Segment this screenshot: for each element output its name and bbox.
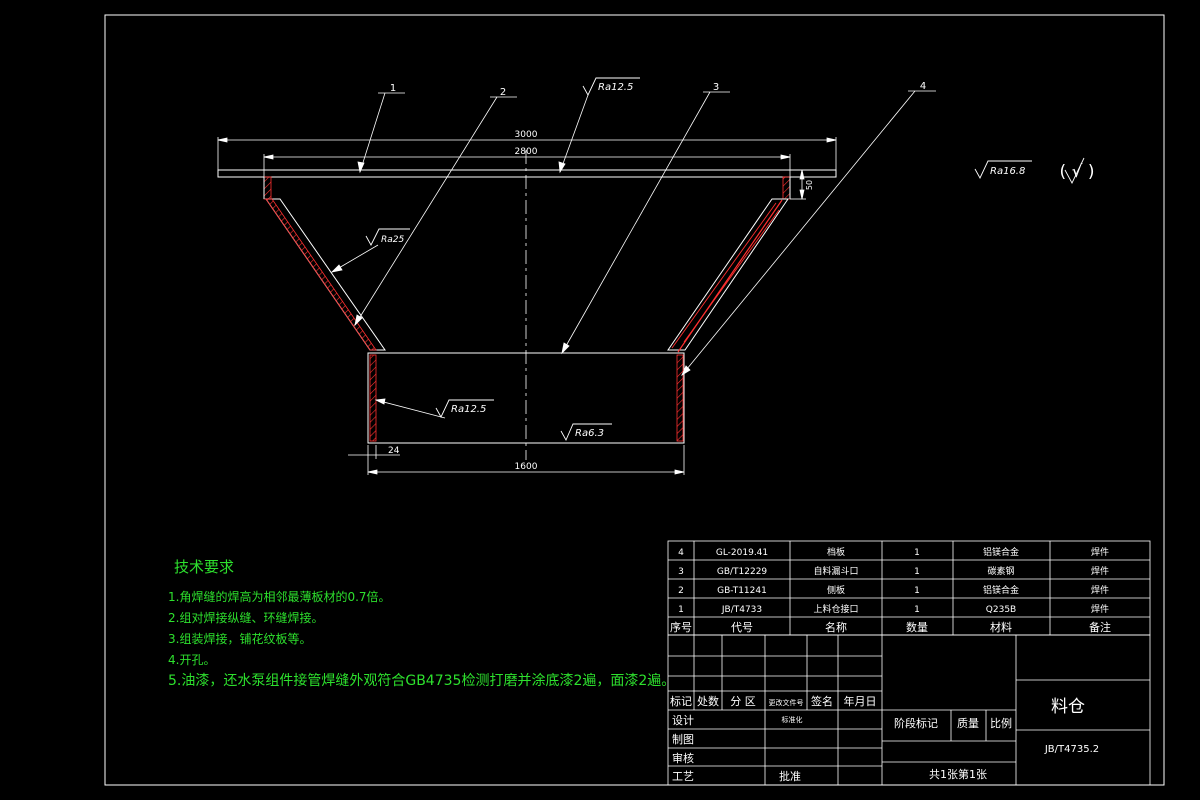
drawing-name: 料仓 bbox=[1051, 697, 1085, 717]
bom-cell: 1 bbox=[914, 567, 920, 577]
bom-cell: 碳素钢 bbox=[987, 565, 1014, 577]
balloon-3: 3 bbox=[713, 82, 719, 93]
role-label: 制图 bbox=[672, 733, 694, 746]
tech-requirement-5: 5.油漆，还水泵组件接管焊缝外观符合GB4735检测打磨并涂底漆2遍，面漆2遍。 bbox=[168, 673, 676, 689]
right-wall bbox=[667, 176, 791, 353]
standardization-label: 标准化 bbox=[782, 715, 803, 724]
roughness-general: Ra16.8 bbox=[990, 166, 1025, 177]
revision-label: 年月日 bbox=[844, 694, 877, 708]
bom-cell: 2 bbox=[678, 586, 684, 596]
bom-cell: 4 bbox=[678, 548, 684, 558]
weight-label: 质量 bbox=[957, 717, 979, 730]
title-block-grid bbox=[667, 634, 1151, 786]
approve-label: 批准 bbox=[779, 769, 801, 783]
bom-cell: 焊件 bbox=[1091, 584, 1109, 596]
roughness-cone-wall: Ra25 bbox=[381, 235, 404, 245]
bom-grid bbox=[667, 540, 1151, 636]
balloon-1: 1 bbox=[390, 83, 396, 94]
bom-cell: 1 bbox=[914, 605, 920, 615]
tech-requirements: 技术要求 1.角焊缝的焊高为相邻最薄板材的0.7倍。 2.组对焊接纵缝、环缝焊接… bbox=[168, 556, 675, 692]
drawing-number: JB/T4735.2 bbox=[1044, 744, 1099, 755]
roughness-tube-wall: Ra12.5 bbox=[451, 404, 486, 415]
bom-cell: 焊件 bbox=[1091, 565, 1109, 577]
tech-requirement-2: 2.组对焊接纵缝、环缝焊接。 bbox=[168, 611, 324, 625]
bom-cell: 铝镁合金 bbox=[983, 584, 1019, 596]
role-label: 审核 bbox=[672, 751, 694, 765]
dim-flange-thickness: 50 bbox=[805, 180, 814, 190]
bom-cell: JB/T4733 bbox=[721, 605, 762, 615]
top-plate bbox=[217, 169, 837, 178]
bom-header: 数量 bbox=[906, 621, 928, 634]
roughness-symbols bbox=[365, 77, 1085, 442]
bom-cell: 1 bbox=[914, 548, 920, 558]
dim-overall-width: 3000 bbox=[515, 130, 538, 140]
roughness-top-plate: Ra12.5 bbox=[598, 82, 633, 93]
bom-cell: 3 bbox=[678, 567, 684, 577]
dim-wall-thickness: 24 bbox=[388, 446, 400, 456]
lower-tube bbox=[367, 352, 685, 444]
revision-label: 处数 bbox=[697, 695, 719, 708]
revision-label: 标记 bbox=[670, 694, 692, 708]
bom-cell: GB-T11241 bbox=[717, 586, 767, 596]
leader-lines bbox=[330, 90, 936, 419]
tech-requirement-4: 4.开孔。 bbox=[168, 653, 216, 667]
bom-cell: GB/T12229 bbox=[717, 567, 768, 577]
revision-label: 分 区 bbox=[730, 695, 756, 708]
bom-header: 序号 bbox=[670, 620, 692, 634]
bom-cell: GL-2019.41 bbox=[716, 548, 768, 558]
dim-top-width: 2800 bbox=[515, 147, 538, 157]
tech-requirement-3: 3.组装焊接，铺花纹板等。 bbox=[168, 632, 312, 646]
dim-bottom-width: 1600 bbox=[515, 462, 538, 472]
bom-header: 备注 bbox=[1089, 620, 1111, 634]
tech-requirement-1: 1.角焊缝的焊高为相邻最薄板材的0.7倍。 bbox=[168, 590, 391, 604]
bom-cell: 焊件 bbox=[1091, 546, 1109, 558]
scale-label: 比例 bbox=[990, 716, 1012, 730]
stage-mark-label: 阶段标记 bbox=[894, 716, 938, 730]
roughness-tube-bottom: Ra6.3 bbox=[575, 428, 604, 439]
bom-cell: 档板 bbox=[827, 546, 845, 558]
bom-cell: 1 bbox=[678, 605, 684, 615]
left-wall bbox=[263, 176, 386, 351]
revision-label: 更改文件号 bbox=[769, 698, 804, 707]
revision-label: 签名 bbox=[811, 694, 833, 708]
title-block-text: 标记处数分 区 更改文件号签名年月日设计制图审核工艺 标准化批准 阶段标记 质量比例 料仓… bbox=[670, 694, 1099, 783]
bom-cell: 焊件 bbox=[1091, 603, 1109, 615]
bom-cell: 上料仓接口 bbox=[813, 603, 858, 615]
bom-cell: 1 bbox=[914, 586, 920, 596]
balloon-4: 4 bbox=[920, 81, 926, 92]
sheet-info: 共1张第1张 bbox=[929, 767, 987, 781]
roughness-general-paren: ( √ ) bbox=[1060, 162, 1095, 182]
bom-header: 名称 bbox=[825, 620, 847, 634]
bom-header: 代号 bbox=[731, 621, 753, 634]
bom-cell: 自料漏斗口 bbox=[813, 565, 858, 577]
role-label: 工艺 bbox=[672, 770, 694, 783]
bom-header: 材料 bbox=[990, 620, 1012, 634]
bom-cell: 侧板 bbox=[827, 584, 845, 596]
tech-requirements-title: 技术要求 bbox=[174, 558, 235, 576]
dimension-lines bbox=[217, 137, 837, 475]
bom-cell: 铝镁合金 bbox=[983, 546, 1019, 558]
bom-cell: Q235B bbox=[986, 605, 1016, 615]
drawing-frame bbox=[104, 14, 1165, 786]
role-label: 设计 bbox=[672, 714, 694, 727]
balloon-2: 2 bbox=[500, 87, 506, 98]
